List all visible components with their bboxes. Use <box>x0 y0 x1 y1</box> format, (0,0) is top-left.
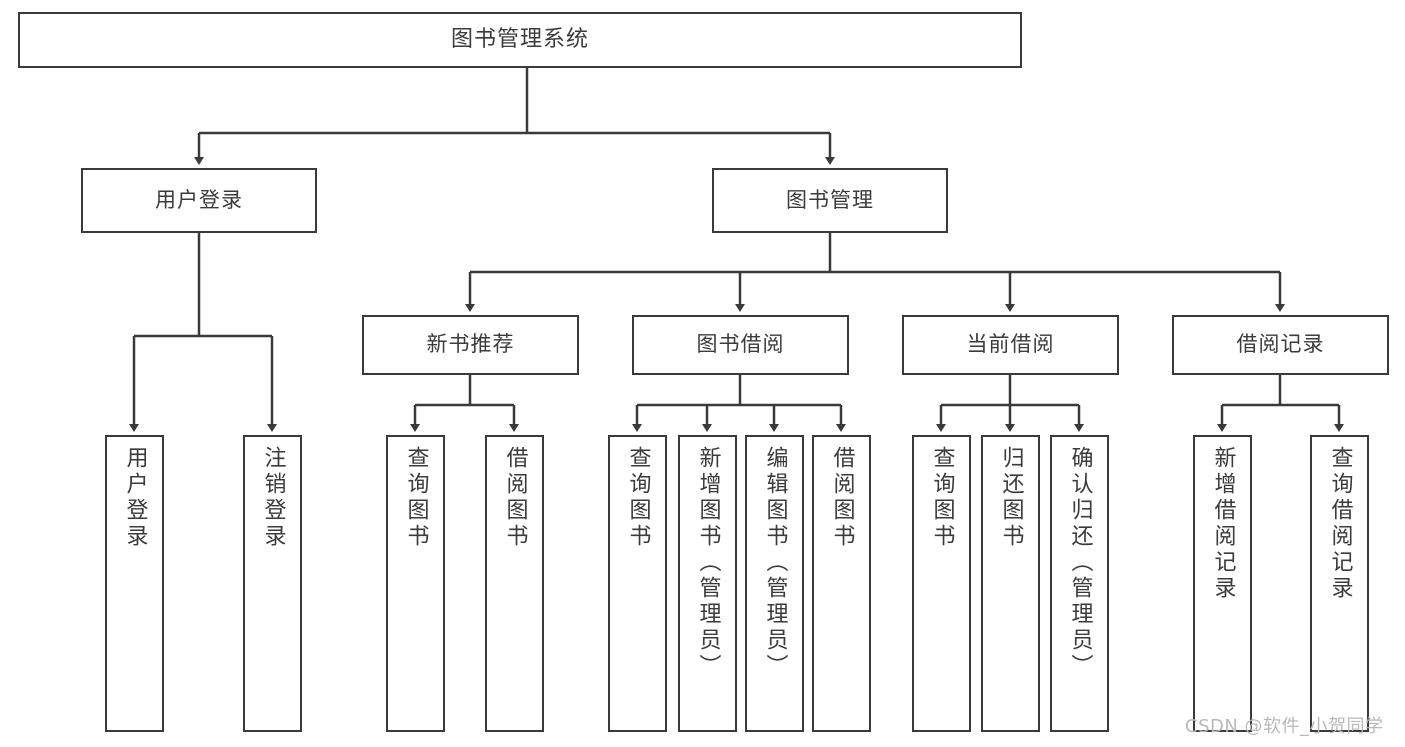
node-label: 当前借阅 <box>966 332 1055 357</box>
node-label: 借阅图书 <box>502 446 528 550</box>
node-label: 查询图书 <box>929 446 955 550</box>
leaf-edit-book-admin[interactable]: 编辑图书（管理员） <box>745 435 804 732</box>
leaf-borrow-book[interactable]: 借阅图书 <box>812 435 871 732</box>
node-label: 查询借阅记录 <box>1327 446 1353 602</box>
leaf-user-logout[interactable]: 注销登录 <box>243 435 302 732</box>
leaf-query-book-current[interactable]: 查询图书 <box>912 435 971 732</box>
node-label: 借阅记录 <box>1236 332 1325 357</box>
node-label: 借阅图书 <box>829 446 855 550</box>
leaf-add-borrow-record[interactable]: 新增借阅记录 <box>1193 435 1252 732</box>
leaf-confirm-return-admin[interactable]: 确认归还（管理员） <box>1050 435 1109 732</box>
node-book-management[interactable]: 图书管理 <box>712 168 948 233</box>
leaf-return-book[interactable]: 归还图书 <box>981 435 1040 732</box>
leaf-borrow-book-recommend[interactable]: 借阅图书 <box>485 435 544 732</box>
node-book-borrow[interactable]: 图书借阅 <box>632 315 849 375</box>
node-label: 查询图书 <box>403 446 429 550</box>
node-root-system[interactable]: 图书管理系统 <box>18 12 1022 68</box>
leaf-user-login[interactable]: 用户登录 <box>105 435 164 732</box>
node-label: 用户登录 <box>155 187 243 212</box>
node-new-book-recommend[interactable]: 新书推荐 <box>362 315 579 375</box>
leaf-query-book-recommend[interactable]: 查询图书 <box>386 435 445 732</box>
node-label: 新书推荐 <box>426 332 515 357</box>
node-label: 确认归还（管理员） <box>1067 446 1093 680</box>
leaf-query-borrow-record[interactable]: 查询借阅记录 <box>1310 435 1369 732</box>
node-label: 注销登录 <box>260 446 286 550</box>
node-label: 用户登录 <box>122 446 148 550</box>
node-label: 归还图书 <box>998 446 1024 550</box>
node-label: 新增图书（管理员） <box>695 446 721 680</box>
node-current-borrow[interactable]: 当前借阅 <box>902 315 1119 375</box>
node-label: 新增借阅记录 <box>1210 446 1236 602</box>
leaf-add-book-admin[interactable]: 新增图书（管理员） <box>678 435 737 732</box>
node-label: 图书管理 <box>786 187 874 212</box>
node-label: 编辑图书（管理员） <box>762 446 788 680</box>
node-user-login[interactable]: 用户登录 <box>81 168 317 233</box>
node-label: 图书借阅 <box>696 332 785 357</box>
node-label: 查询图书 <box>625 446 651 550</box>
node-borrow-records[interactable]: 借阅记录 <box>1172 315 1389 375</box>
leaf-query-book[interactable]: 查询图书 <box>608 435 667 732</box>
watermark-text: CSDN @软件_小贺同学 <box>1185 716 1384 737</box>
node-label: 图书管理系统 <box>450 26 589 52</box>
